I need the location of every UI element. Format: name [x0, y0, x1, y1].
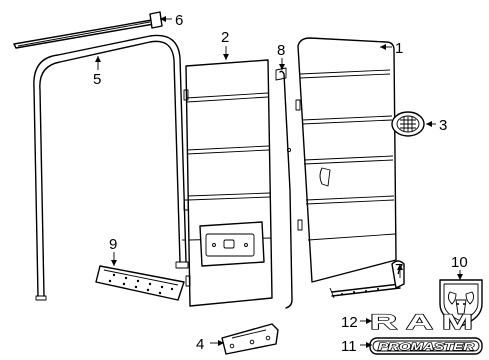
callout-10: 10	[451, 254, 468, 271]
part-12-ram-emblem: RAM	[369, 310, 482, 334]
callout-7: 7	[395, 261, 403, 278]
part-8-check-link	[275, 67, 293, 309]
callout-12: 12	[341, 314, 358, 331]
callout-3: 3	[439, 117, 447, 134]
callout-1: 1	[395, 40, 403, 57]
callout-5: 5	[93, 71, 101, 88]
leader-lines	[95, 16, 463, 348]
callout-8: 8	[277, 42, 285, 59]
callout-9: 9	[109, 236, 117, 253]
callout-numbers: 1 2 3 4 5 6 7 8 9 10 11 12	[93, 12, 468, 355]
callout-6: 6	[175, 12, 183, 29]
part-11-promaster-badge: PROMASTER	[369, 337, 483, 355]
part-4-bracket	[221, 323, 279, 355]
callout-4: 4	[196, 336, 204, 353]
callout-11: 11	[341, 338, 357, 355]
promaster-badge-text: PROMASTER	[378, 342, 475, 353]
part-6-upper-seal	[13, 11, 163, 49]
part-3-vent	[391, 111, 425, 137]
ram-emblem-text: RAM	[370, 311, 482, 334]
part-2-left-door	[183, 59, 273, 307]
part-5-weatherstrip	[33, 34, 189, 301]
part-1-right-door	[295, 37, 397, 283]
callout-2: 2	[221, 29, 229, 46]
part-9-molding	[95, 265, 185, 301]
part-10-ram-head-badge	[439, 279, 483, 327]
